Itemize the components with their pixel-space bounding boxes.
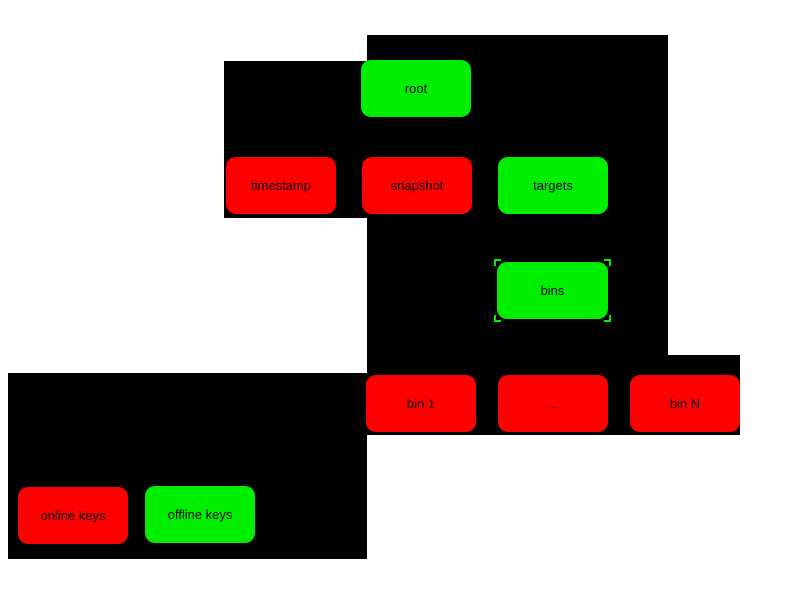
node-root-label: root	[404, 81, 428, 96]
node-targets[interactable]: targets	[498, 157, 608, 214]
node-bins-wrapper: bins	[494, 259, 611, 322]
node-snapshot-wrapper: snapshot	[362, 157, 472, 214]
node-bins-label: bins	[540, 283, 565, 298]
node-offline-keys[interactable]: offline keys	[145, 486, 255, 543]
node-targets-label: targets	[533, 178, 573, 193]
node-timestamp[interactable]: timestamp	[226, 157, 336, 214]
node-targets-wrapper: targets	[498, 157, 608, 214]
node-root[interactable]: root	[361, 60, 471, 117]
node-timestamp-label: timestamp	[251, 178, 311, 193]
node-online-keys-label: online keys	[40, 508, 106, 523]
node-bin-ellipsis-wrapper: ...	[498, 375, 608, 432]
node-bin-n[interactable]: bin N	[630, 375, 740, 432]
node-offline-keys-label: offline keys	[167, 507, 233, 522]
node-bin-1[interactable]: bin 1	[366, 375, 476, 432]
node-offline-keys-wrapper: offline keys	[145, 486, 255, 543]
node-bin-n-wrapper: bin N	[630, 375, 740, 432]
node-bin-1-wrapper: bin 1	[366, 375, 476, 432]
node-snapshot[interactable]: snapshot	[362, 157, 472, 214]
node-root-wrapper: root	[361, 60, 471, 117]
node-snapshot-label: snapshot	[390, 178, 444, 193]
node-timestamp-wrapper: timestamp	[226, 157, 336, 214]
node-online-keys-wrapper: online keys	[18, 487, 128, 544]
node-online-keys[interactable]: online keys	[18, 487, 128, 544]
node-bin-ellipsis-label: ...	[547, 396, 559, 411]
node-bin-ellipsis[interactable]: ...	[498, 375, 608, 432]
node-bin-1-label: bin 1	[406, 396, 436, 411]
node-bins[interactable]: bins	[497, 262, 608, 319]
node-bin-n-label: bin N	[669, 396, 701, 411]
